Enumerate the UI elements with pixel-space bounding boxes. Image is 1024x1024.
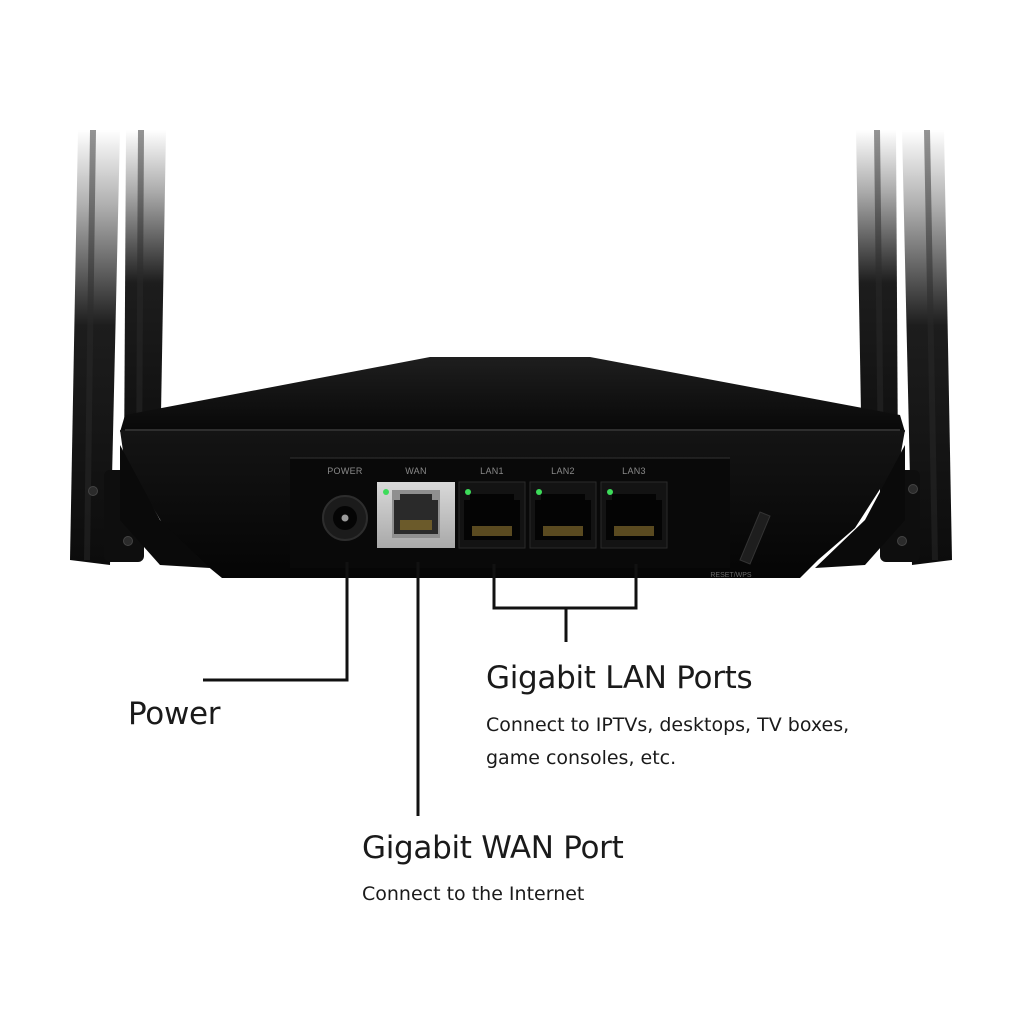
lan1-port-label: LAN1 <box>480 466 504 476</box>
left-antenna-inner <box>124 130 166 470</box>
power-callout-title: Power <box>128 696 221 732</box>
lan1-port <box>458 481 526 549</box>
lan3-port-label: LAN3 <box>622 466 646 476</box>
lan1-led <box>465 489 471 495</box>
power-jack <box>322 495 368 541</box>
right-antenna-inner <box>856 130 898 470</box>
lan-callout-desc-line1: Connect to IPTVs, desktops, TV boxes, <box>486 714 850 736</box>
lan3-port <box>600 481 668 549</box>
wan-callout-desc: Connect to the Internet <box>362 883 585 905</box>
reset-wps-label: RESET/WPS <box>710 572 752 579</box>
reset-wps-button: RESET/WPS <box>710 511 771 579</box>
power-port-label: POWER <box>327 466 363 476</box>
lan-callout-desc-line2: game consoles, etc. <box>486 747 677 769</box>
wan-port-label: WAN <box>405 466 427 476</box>
lan2-port-label: LAN2 <box>551 466 575 476</box>
callout-lines <box>203 562 638 816</box>
wan-port <box>377 482 455 548</box>
lan-callout-title: Gigabit LAN Ports <box>486 660 753 696</box>
lan2-port <box>529 481 597 549</box>
left-antenna-outer <box>70 130 120 565</box>
lan2-led <box>536 489 542 495</box>
wan-callout-title: Gigabit WAN Port <box>362 830 624 866</box>
power-callout-line <box>203 562 349 682</box>
wan-led <box>383 489 389 495</box>
lan3-led <box>607 489 613 495</box>
right-antenna-outer <box>902 130 952 565</box>
